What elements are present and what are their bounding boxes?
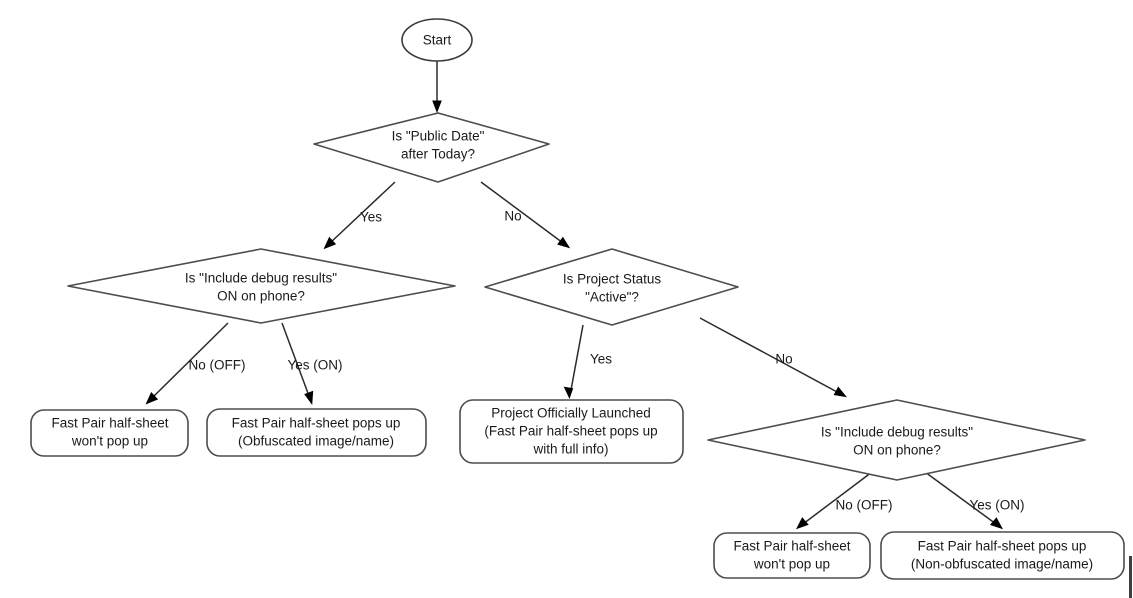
edge-label-project-status-yes: Yes [590, 352, 612, 367]
node-decision-public-date[interactable]: Is "Public Date" after Today? [313, 112, 550, 183]
node-decision-debug-right[interactable]: Is "Include debug results" ON on phone? [707, 399, 1086, 481]
node-result-left-no[interactable]: Fast Pair half-sheet won't pop up [30, 409, 189, 457]
node-decision-debug-right-line1: Is "Include debug results" [821, 425, 973, 440]
node-decision-debug-left-line2: ON on phone? [217, 289, 305, 304]
node-result-left-yes-line1: Fast Pair half-sheet pops up [232, 416, 401, 431]
node-decision-public-date-line1: Is "Public Date" [392, 129, 485, 144]
node-decision-debug-left-line1: Is "Include debug results" [185, 271, 337, 286]
edge-public-date-yes: Yes [323, 181, 396, 250]
edge-label-project-status-no: No [775, 352, 792, 367]
node-result-right-yes-line2: (Non-obfuscated image/name) [911, 557, 1093, 572]
edge-label-debug-left-yes: Yes (ON) [287, 358, 342, 373]
node-result-launched-line1: Project Officially Launched [491, 406, 651, 421]
node-start[interactable]: Start [401, 18, 473, 62]
node-result-launched-line3: with full info) [532, 442, 608, 457]
node-decision-debug-right-line2: ON on phone? [853, 443, 941, 458]
edge-label-public-date-yes: Yes [360, 210, 382, 225]
node-result-left-no-line1: Fast Pair half-sheet [51, 416, 168, 431]
node-decision-project-status-line1: Is Project Status [563, 272, 662, 287]
node-result-right-yes-line1: Fast Pair half-sheet pops up [918, 539, 1087, 554]
node-decision-project-status-line2: "Active"? [585, 290, 639, 305]
node-result-launched[interactable]: Project Officially Launched (Fast Pair h… [459, 399, 684, 464]
edge-label-debug-right-no: No (OFF) [836, 498, 893, 513]
edge-start-to-public-date [432, 60, 442, 113]
node-decision-project-status[interactable]: Is Project Status "Active"? [484, 248, 739, 326]
edge-project-status-no: No [699, 317, 847, 398]
node-decision-debug-left[interactable]: Is "Include debug results" ON on phone? [67, 248, 456, 324]
edge-debug-right-no: No (OFF) [796, 471, 893, 530]
node-decision-public-date-line2: after Today? [401, 147, 475, 162]
node-result-left-yes-line2: (Obfuscated image/name) [238, 434, 394, 449]
node-result-launched-line2: (Fast Pair half-sheet pops up [484, 424, 657, 439]
node-result-left-no-line2: won't pop up [71, 434, 148, 449]
edge-label-debug-left-no: No (OFF) [189, 358, 246, 373]
node-result-right-no-line1: Fast Pair half-sheet [733, 539, 850, 554]
node-start-label: Start [423, 33, 452, 48]
edge-artifact-mark [1129, 556, 1132, 598]
edge-public-date-no: No [480, 181, 571, 249]
edge-debug-right-yes: Yes (ON) [924, 471, 1025, 530]
edge-debug-left-yes: Yes (ON) [281, 322, 343, 405]
edge-label-public-date-no: No [504, 209, 521, 224]
node-result-left-yes[interactable]: Fast Pair half-sheet pops up (Obfuscated… [206, 408, 427, 457]
node-result-right-no[interactable]: Fast Pair half-sheet won't pop up [713, 532, 871, 579]
edge-project-status-yes: Yes [563, 324, 612, 399]
edge-label-debug-right-yes: Yes (ON) [969, 498, 1024, 513]
node-result-right-no-line2: won't pop up [753, 557, 830, 572]
node-result-right-yes[interactable]: Fast Pair half-sheet pops up (Non-obfusc… [880, 531, 1125, 580]
edge-debug-left-no: No (OFF) [145, 322, 246, 405]
